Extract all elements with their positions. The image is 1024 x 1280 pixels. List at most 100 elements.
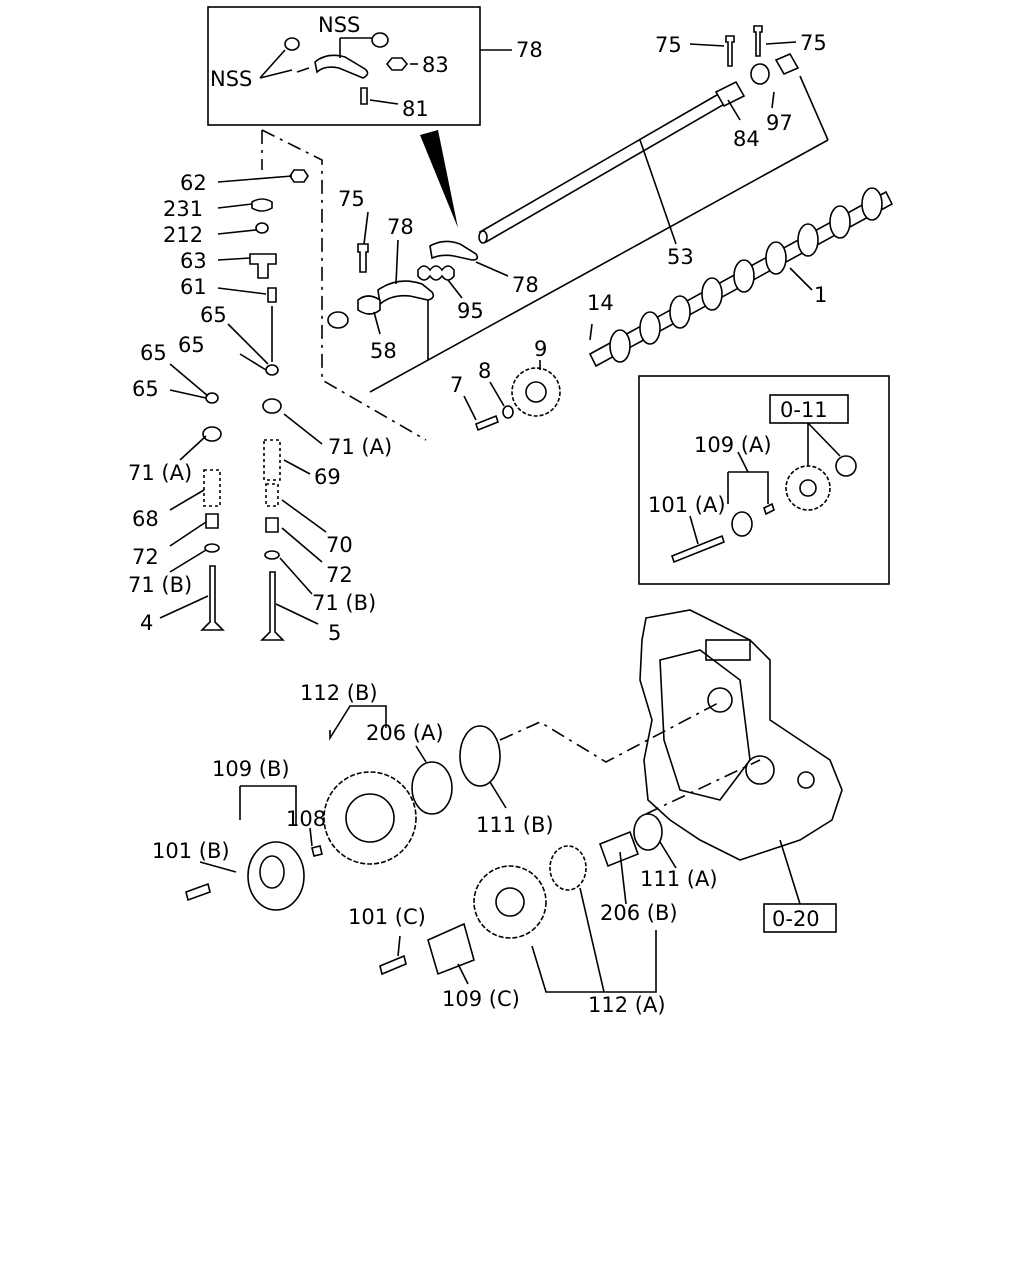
label-0-11: 0-11 bbox=[780, 398, 828, 422]
label-63: 63 bbox=[180, 249, 207, 273]
nss-bushing bbox=[284, 37, 300, 51]
label-97: 97 bbox=[766, 111, 793, 135]
bolt-75-b bbox=[753, 25, 763, 57]
shaft-bracket-84 bbox=[714, 80, 746, 108]
label-65-d: 65 bbox=[132, 377, 159, 401]
plate-111a bbox=[633, 813, 663, 851]
cap-65-a bbox=[265, 364, 279, 376]
rocker-arm-inset: NSS NSS 83 81 78 bbox=[207, 6, 543, 126]
label-95: 95 bbox=[457, 299, 484, 323]
label-7: 7 bbox=[450, 373, 463, 397]
idler-gear-inset: 0-11 109 (A) 101 (A) bbox=[638, 375, 890, 585]
label-101b: 101 (B) bbox=[152, 839, 230, 863]
camshaft: 1 14 bbox=[587, 187, 894, 368]
label-101c: 101 (C) bbox=[348, 905, 426, 929]
label-206a: 206 (A) bbox=[366, 721, 444, 745]
plug bbox=[327, 311, 349, 329]
nut-62 bbox=[289, 169, 309, 183]
washer-212 bbox=[255, 222, 269, 234]
label-78-c: 78 bbox=[512, 273, 539, 297]
label-75-a: 75 bbox=[655, 33, 682, 57]
cam-gear-group: 9 8 7 bbox=[450, 337, 561, 432]
label-71b-right: 71 (B) bbox=[312, 591, 376, 615]
label-9: 9 bbox=[534, 337, 547, 361]
label-68: 68 bbox=[132, 507, 159, 531]
label-81: 81 bbox=[402, 97, 429, 121]
bolt-7 bbox=[475, 414, 499, 432]
nss-pin bbox=[296, 67, 310, 73]
bracket-58 bbox=[357, 295, 381, 315]
ref-box-0-20 bbox=[763, 903, 837, 933]
inset-bolt-101a bbox=[671, 534, 725, 564]
bracket-63 bbox=[249, 253, 277, 279]
washer-8 bbox=[502, 405, 514, 419]
cam-lobes bbox=[609, 187, 883, 363]
small-gear bbox=[549, 845, 587, 891]
label-61: 61 bbox=[180, 275, 207, 299]
inset-bushing bbox=[835, 455, 857, 477]
shaft-collar-97 bbox=[774, 52, 800, 76]
bolt-101b bbox=[185, 882, 211, 902]
label-231: 231 bbox=[163, 197, 203, 221]
label-78-b: 78 bbox=[387, 215, 414, 239]
bridge-231 bbox=[251, 198, 273, 212]
bolt-75-c bbox=[357, 243, 369, 273]
inset-nut-83 bbox=[385, 57, 409, 71]
bolt-75-a bbox=[725, 35, 735, 67]
retainer-71a-right bbox=[262, 398, 282, 414]
label-nss-left: NSS bbox=[210, 67, 252, 91]
valve-train: 62 231 212 63 61 65 65 65 65 71 (A) 71 (… bbox=[128, 169, 392, 645]
spring-95 bbox=[417, 265, 455, 281]
label-14: 14 bbox=[587, 291, 614, 315]
label-70: 70 bbox=[326, 533, 353, 557]
nss-bushing-2 bbox=[371, 32, 389, 48]
inset-pointer bbox=[420, 130, 458, 228]
label-58: 58 bbox=[370, 339, 397, 363]
label-83: 83 bbox=[422, 53, 449, 77]
spring-70 bbox=[265, 483, 279, 507]
retainer-71a-left bbox=[202, 426, 222, 442]
seal-72-right bbox=[265, 517, 279, 533]
ref-box-0-11 bbox=[769, 394, 849, 424]
ring-206a bbox=[411, 761, 453, 815]
valve-4 bbox=[200, 565, 225, 631]
dash-line-case bbox=[499, 701, 721, 763]
inset-rocker-arm bbox=[314, 54, 369, 79]
label-8: 8 bbox=[478, 359, 491, 383]
label-72-right: 72 bbox=[326, 563, 353, 587]
label-206b: 206 (B) bbox=[600, 901, 678, 925]
label-212: 212 bbox=[163, 223, 203, 247]
label-101a: 101 (A) bbox=[648, 493, 726, 517]
label-65-c: 65 bbox=[140, 341, 167, 365]
label-112a: 112 (A) bbox=[588, 993, 666, 1017]
bolt-101c bbox=[379, 954, 407, 976]
rocker-arm-78-b bbox=[429, 240, 479, 261]
label-0-20: 0-20 bbox=[772, 907, 820, 931]
spring-69 bbox=[263, 439, 281, 481]
label-109a: 109 (A) bbox=[694, 433, 772, 457]
cap-65-b bbox=[205, 392, 219, 404]
plate-111b bbox=[459, 725, 501, 787]
label-nss-top: NSS bbox=[318, 13, 360, 37]
lower-gear-train: 112 (B) 206 (A) 109 (B) 108 111 (B) 101 … bbox=[152, 681, 718, 1017]
rocker-arm-78 bbox=[377, 280, 435, 306]
label-53: 53 bbox=[667, 245, 694, 269]
label-5: 5 bbox=[328, 621, 341, 645]
label-112b: 112 (B) bbox=[300, 681, 378, 705]
valve-5 bbox=[260, 571, 285, 641]
shaft-109c bbox=[427, 922, 475, 976]
screw-61 bbox=[267, 287, 277, 303]
label-71a-left: 71 (A) bbox=[128, 461, 192, 485]
seal-72-left bbox=[205, 513, 219, 529]
bushing-206b bbox=[598, 830, 640, 868]
label-65-a: 65 bbox=[200, 303, 227, 327]
label-109b: 109 (B) bbox=[212, 757, 290, 781]
inset-pin bbox=[763, 502, 775, 516]
label-69: 69 bbox=[314, 465, 341, 489]
rocker-arms-group: 75 78 78 95 58 bbox=[327, 187, 539, 363]
label-111b: 111 (B) bbox=[476, 813, 554, 837]
label-84: 84 bbox=[733, 127, 760, 151]
label-75-c: 75 bbox=[338, 187, 365, 211]
pin-108 bbox=[311, 845, 323, 857]
